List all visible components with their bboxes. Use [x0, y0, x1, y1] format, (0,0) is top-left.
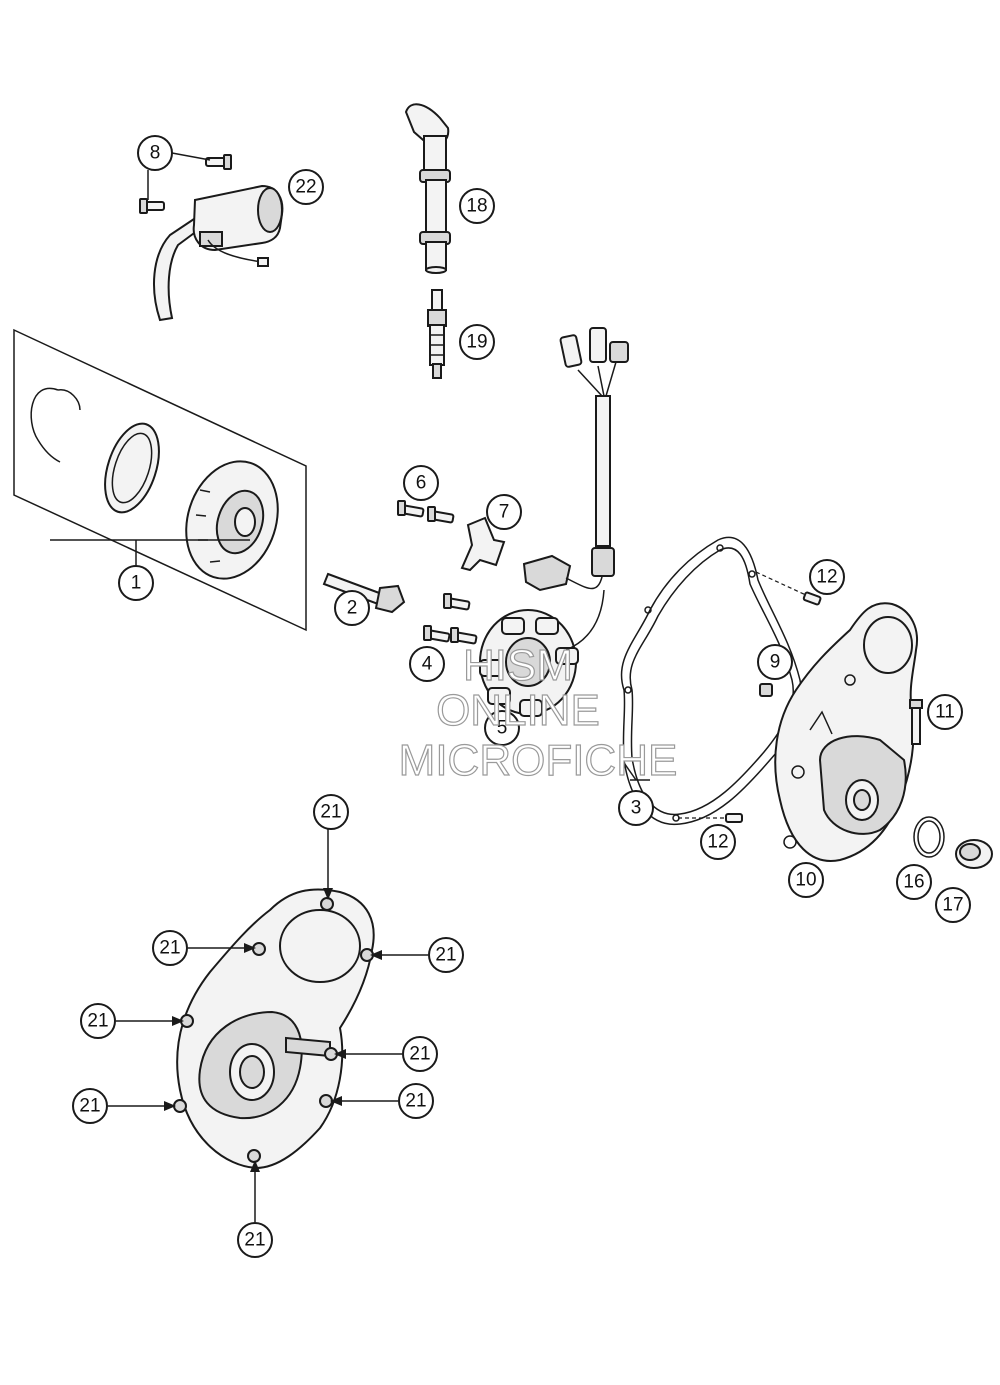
watermark-line-2: ONLINE [436, 686, 600, 735]
callout-19-label: 19 [466, 332, 487, 353]
callout-17: 17 [935, 887, 971, 923]
callout-12-upper: 12 [809, 559, 845, 595]
cover-plug-illustration [955, 839, 993, 869]
o-ring-illustration [913, 816, 945, 858]
callout-2-label: 2 [347, 598, 358, 619]
cover-screw-illustration [909, 699, 923, 745]
callout-22: 22 [288, 169, 324, 205]
dowel-pins [678, 571, 822, 823]
callout-12-upper-label: 12 [816, 567, 837, 588]
callout-21-mid-right-label: 21 [409, 1044, 430, 1065]
callout-2: 2 [334, 590, 370, 626]
coil-screw-upper [205, 154, 232, 170]
callout-21-mid-left: 21 [80, 1003, 116, 1039]
callout-6: 6 [403, 465, 439, 501]
callout-21-lower-right: 21 [398, 1083, 434, 1119]
callout-7: 7 [486, 494, 522, 530]
callout-10: 10 [788, 862, 824, 898]
callout-12-lower: 12 [700, 824, 736, 860]
callout-5: 5 [484, 710, 520, 746]
stator-wire-harness [522, 327, 629, 651]
callout-8-label: 8 [150, 143, 161, 164]
callout-3-label: 3 [631, 798, 642, 819]
callout-4: 4 [409, 646, 445, 682]
stator-illustration [479, 609, 579, 717]
callout-18-label: 18 [466, 196, 487, 217]
callout-21-upper-left: 21 [152, 930, 188, 966]
callout-21-bottom: 21 [237, 1222, 273, 1258]
coil-screw-lower [139, 198, 165, 214]
watermark: HISM ONLINE MICROFICHE [398, 640, 678, 785]
stator-screws-lower [423, 593, 478, 645]
callout-19: 19 [459, 324, 495, 360]
callout-1-label: 1 [131, 573, 142, 594]
callout-21-top: 21 [313, 794, 349, 830]
callout-21-mid-left-label: 21 [87, 1011, 108, 1032]
callout-3: 3 [618, 790, 654, 826]
callout-22-label: 22 [295, 177, 316, 198]
leader-lines [50, 152, 650, 1222]
callout-21-lower-right-label: 21 [405, 1091, 426, 1112]
spark-plug-illustration [427, 289, 447, 379]
callout-16-label: 16 [903, 872, 924, 893]
rotor-bolt-illustration [322, 572, 406, 614]
callout-6-label: 6 [416, 473, 427, 494]
callout-21-upper-left-label: 21 [159, 938, 180, 959]
callout-7-label: 7 [499, 502, 510, 523]
watermark-line-3: MICROFICHE [399, 736, 678, 785]
callout-11: 11 [927, 694, 963, 730]
callout-17-label: 17 [942, 895, 963, 916]
callout-21-mid-right: 21 [402, 1036, 438, 1072]
callout-21-upper-right-label: 21 [435, 945, 456, 966]
callout-9: 9 [757, 644, 793, 680]
callout-16: 16 [896, 864, 932, 900]
ignition-coil-illustration [153, 184, 284, 322]
callout-21-lower-left-label: 21 [79, 1096, 100, 1117]
rotor-kit-illustration [13, 328, 307, 632]
watermark-line-1: HISM [463, 641, 573, 690]
callout-21-lower-left: 21 [72, 1088, 108, 1124]
callout-12-lower-label: 12 [707, 832, 728, 853]
callout-11-label: 11 [935, 702, 955, 723]
callout-5-label: 5 [497, 718, 508, 739]
callout-10-label: 10 [795, 870, 816, 891]
ignition-cover-illustration [774, 602, 918, 862]
callout-21-upper-right: 21 [428, 937, 464, 973]
callout-8: 8 [137, 135, 173, 171]
spark-plug-connector-illustration [404, 103, 451, 274]
callout-4-label: 4 [422, 654, 433, 675]
callout-1: 1 [118, 565, 154, 601]
cable-bracket-illustration [460, 516, 506, 572]
stator-screws-upper [397, 500, 455, 524]
callout-18: 18 [459, 188, 495, 224]
ignition-cover-rear-view [173, 888, 375, 1170]
callout-21-top-label: 21 [320, 802, 341, 823]
callout-9-label: 9 [770, 652, 781, 673]
callout-21-bottom-label: 21 [244, 1230, 265, 1251]
plug-screw-illustration [759, 683, 773, 697]
